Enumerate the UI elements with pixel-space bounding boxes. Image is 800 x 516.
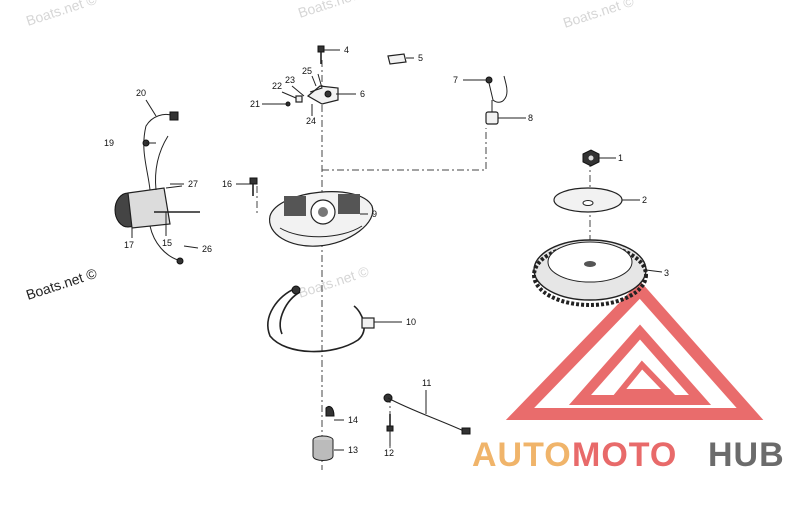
ignition-coil xyxy=(114,111,200,265)
washer-part xyxy=(553,187,623,213)
flywheel-part xyxy=(532,239,648,307)
callout-label: 19 xyxy=(104,138,114,148)
callout-label: 16 xyxy=(222,179,232,189)
automotohub-logo-mark xyxy=(505,281,764,420)
callout-label: 9 xyxy=(372,209,377,219)
watermark: Boats.net © xyxy=(24,265,99,303)
bracket-part xyxy=(267,285,375,353)
automotohub-wordmark: AUTO MOTO HUB xyxy=(472,436,785,474)
brand-auto: AUTO xyxy=(472,436,572,474)
condenser-part xyxy=(485,75,508,125)
watermark: Boats.net © xyxy=(561,0,636,31)
callout-label: 8 xyxy=(528,113,533,123)
nut-part xyxy=(582,149,600,167)
callout-label: 26 xyxy=(202,244,212,254)
callout-label: 5 xyxy=(418,53,423,63)
callout-label: 27 xyxy=(188,179,198,189)
callout-label: 20 xyxy=(136,88,146,98)
callout-label: 15 xyxy=(162,238,172,248)
callout-label: 4 xyxy=(344,45,349,55)
callout-label: 21 xyxy=(250,99,260,109)
callout-label: 23 xyxy=(285,75,295,85)
bushing-part xyxy=(312,435,334,461)
brand-moto: MOTO xyxy=(572,436,677,474)
callout-label: 17 xyxy=(124,240,134,250)
callout-label: 10 xyxy=(406,317,416,327)
screw-part xyxy=(317,45,325,64)
screw-part xyxy=(249,177,258,196)
callout-label: 2 xyxy=(642,195,647,205)
callout-label: 13 xyxy=(348,445,358,455)
callout-label: 14 xyxy=(348,415,358,425)
callout-label: 3 xyxy=(664,268,669,278)
felt-part xyxy=(325,405,335,417)
watermark: Boats.net © xyxy=(296,0,371,21)
brand-hub: HUB xyxy=(708,436,785,474)
screw-part xyxy=(386,414,394,432)
callout-label: 25 xyxy=(302,66,312,76)
guide-line xyxy=(322,128,487,171)
callout-label: 22 xyxy=(272,81,282,91)
ground-wire xyxy=(383,393,471,435)
sleeve-part xyxy=(387,53,407,65)
stator-plate xyxy=(269,191,374,247)
watermark: Boats.net © xyxy=(24,0,99,29)
callout-label: 12 xyxy=(384,448,394,458)
callout-label: 11 xyxy=(422,378,431,388)
callout-label: 1 xyxy=(618,153,623,163)
callout-label: 24 xyxy=(306,116,316,126)
leader-lines xyxy=(131,49,663,451)
callout-label: 7 xyxy=(453,75,458,85)
watermark: Boats.net © xyxy=(296,263,371,301)
callout-label: 6 xyxy=(360,89,365,99)
